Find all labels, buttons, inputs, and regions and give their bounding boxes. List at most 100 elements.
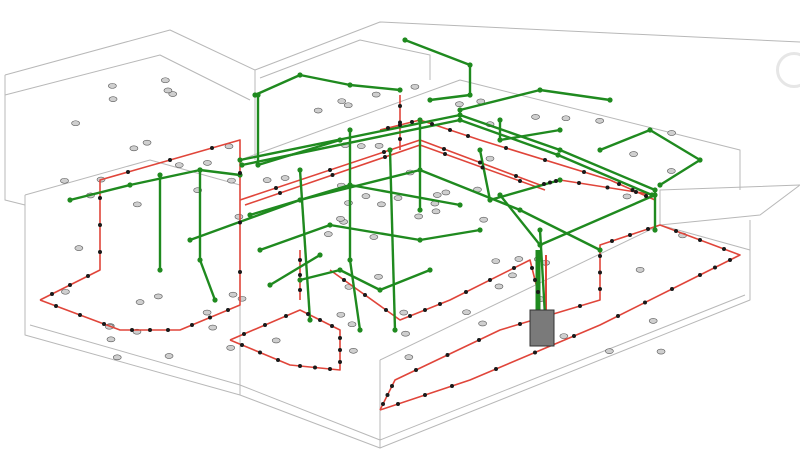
light-fixture[interactable] (404, 354, 414, 360)
lighting-switch-node (417, 167, 423, 173)
light-fixture[interactable] (401, 330, 410, 337)
receptacle-node (50, 292, 54, 296)
light-fixture[interactable] (112, 354, 122, 361)
lighting-wire (299, 268, 431, 292)
receptacle-node (298, 258, 302, 262)
light-fixture[interactable] (462, 309, 471, 316)
lighting-switch-node (487, 197, 493, 203)
receptacle-node (518, 322, 522, 326)
light-fixture[interactable] (164, 353, 174, 359)
light-fixture[interactable] (635, 267, 645, 273)
light-fixture[interactable] (74, 245, 84, 251)
light-fixture[interactable] (60, 177, 69, 184)
light-fixture[interactable] (343, 102, 353, 109)
light-fixture[interactable] (356, 143, 366, 149)
receptacle-node (390, 384, 394, 388)
lighting-switch-node (197, 167, 203, 173)
light-fixture[interactable] (202, 309, 212, 316)
light-fixture[interactable] (61, 288, 70, 295)
light-fixture[interactable] (161, 77, 170, 84)
light-fixture[interactable] (605, 348, 614, 354)
light-fixture[interactable] (377, 201, 386, 208)
light-fixture[interactable] (153, 293, 163, 300)
light-fixture[interactable] (337, 98, 347, 104)
light-fixture[interactable] (208, 324, 218, 331)
light-fixture[interactable] (262, 177, 272, 183)
light-fixture[interactable] (108, 83, 117, 89)
light-fixture[interactable] (479, 216, 488, 223)
lighting-switch-node (347, 257, 353, 263)
light-fixture[interactable] (485, 155, 495, 162)
receptacle-node (494, 367, 498, 371)
light-fixture[interactable] (349, 347, 358, 354)
receptacle-node (398, 137, 402, 141)
light-fixture[interactable] (648, 318, 658, 324)
light-fixture[interactable] (135, 299, 145, 305)
light-fixture[interactable] (271, 337, 281, 344)
light-fixture[interactable] (399, 309, 409, 316)
light-fixture[interactable] (226, 345, 235, 351)
light-fixture[interactable] (234, 213, 244, 220)
light-fixture[interactable] (163, 87, 173, 94)
light-fixture[interactable] (414, 213, 423, 220)
lighting-wire (239, 113, 656, 192)
light-fixture[interactable] (227, 177, 236, 184)
light-fixture[interactable] (228, 291, 238, 298)
light-fixture[interactable] (344, 200, 353, 206)
light-fixture[interactable] (393, 195, 403, 201)
light-fixture[interactable] (431, 208, 441, 215)
light-fixture[interactable] (203, 160, 212, 166)
lighting-switch-node (307, 317, 313, 323)
light-fixture[interactable] (142, 139, 152, 146)
receptacle-node (318, 318, 322, 322)
light-fixture[interactable] (494, 283, 504, 290)
light-fixture[interactable] (374, 143, 384, 149)
light-fixture[interactable] (531, 114, 540, 120)
light-fixture[interactable] (559, 333, 569, 339)
light-fixture[interactable] (361, 193, 371, 199)
receptacle-node (423, 393, 427, 397)
light-fixture[interactable] (410, 83, 420, 90)
light-fixture[interactable] (313, 107, 323, 114)
light-fixture[interactable] (656, 348, 666, 355)
light-fixture[interactable] (280, 175, 290, 181)
receptacle-node (102, 322, 106, 326)
light-fixture[interactable] (622, 193, 632, 200)
light-fixtures (60, 77, 687, 361)
light-fixture[interactable] (432, 192, 442, 198)
light-fixture[interactable] (374, 273, 383, 280)
light-fixture[interactable] (324, 231, 333, 237)
lighting-switch-node (212, 297, 218, 303)
light-fixture[interactable] (514, 256, 524, 262)
receptacle-node (148, 328, 152, 332)
light-fixture[interactable] (629, 151, 638, 157)
light-fixture[interactable] (106, 336, 116, 343)
light-fixture[interactable] (369, 234, 379, 240)
lighting-switch-node (417, 237, 423, 243)
light-fixture[interactable] (667, 130, 676, 136)
light-fixture[interactable] (71, 120, 80, 127)
light-fixture[interactable] (508, 272, 517, 279)
light-fixture[interactable] (336, 311, 346, 318)
light-fixture[interactable] (347, 321, 357, 328)
lighting-switch-node (537, 87, 543, 93)
light-fixture[interactable] (441, 189, 451, 196)
light-fixture[interactable] (667, 168, 676, 174)
light-fixture[interactable] (455, 101, 464, 107)
light-fixture[interactable] (174, 162, 184, 168)
light-fixture[interactable] (561, 115, 571, 122)
wall-edge (29, 294, 746, 441)
light-fixture[interactable] (132, 201, 142, 208)
light-fixture[interactable] (108, 96, 118, 102)
electrical-panel[interactable] (529, 309, 555, 347)
lighting-switch-node (255, 92, 261, 98)
light-fixture[interactable] (478, 320, 487, 327)
view-cube-icon[interactable] (776, 52, 800, 88)
light-fixture[interactable] (595, 117, 604, 124)
light-fixture[interactable] (129, 145, 139, 152)
power-wire (379, 224, 741, 411)
light-fixture[interactable] (491, 258, 501, 264)
light-fixture[interactable] (336, 216, 345, 222)
light-fixture[interactable] (371, 91, 381, 98)
